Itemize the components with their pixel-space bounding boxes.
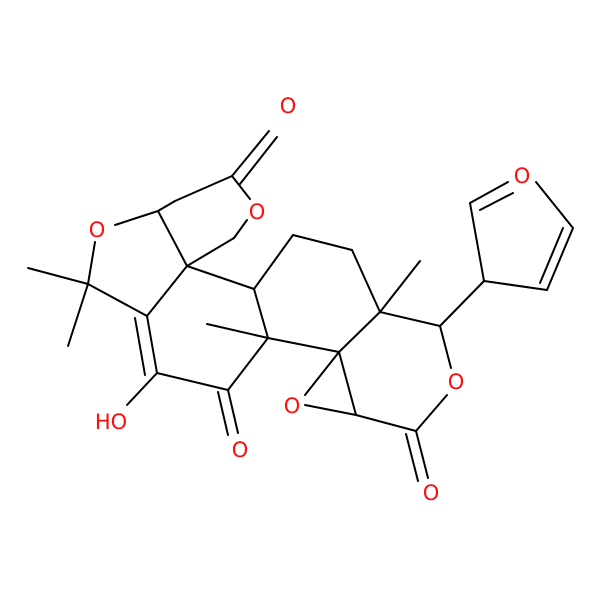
bond (535, 181, 574, 229)
atom-label-oxygen: O (423, 481, 440, 505)
bond (156, 372, 229, 391)
bond (114, 210, 159, 226)
bond (469, 202, 485, 282)
bond (469, 181, 509, 204)
bond (479, 192, 514, 211)
bond (292, 234, 353, 251)
atom-label-oxygen: O (232, 438, 249, 462)
bond (126, 372, 158, 406)
bond (379, 311, 441, 327)
bond (239, 136, 278, 185)
bond (186, 265, 255, 290)
bond (231, 130, 270, 177)
bond (351, 249, 381, 313)
bond (134, 317, 146, 376)
atom-label-oxygen: O (249, 200, 266, 224)
bond (379, 260, 421, 313)
bond (67, 283, 89, 347)
bond (27, 267, 89, 285)
bond (233, 219, 248, 239)
bond (304, 404, 357, 416)
atom-labels: O O O O O O HO O O (89, 94, 531, 505)
bond (546, 227, 574, 291)
bond (253, 234, 294, 290)
bond (227, 337, 269, 391)
bond (338, 311, 381, 353)
bond (483, 280, 548, 291)
bond (206, 323, 269, 339)
bond (87, 241, 96, 285)
bond (157, 200, 176, 212)
bond (267, 337, 340, 353)
bond (157, 210, 188, 267)
bond (415, 394, 448, 432)
bond (338, 351, 357, 416)
bond (539, 227, 564, 284)
bond (87, 283, 148, 317)
bond (304, 351, 340, 396)
bond (439, 325, 452, 369)
atom-label-oxygen: O (280, 94, 297, 118)
atom-label-oxygen: O (448, 370, 465, 394)
atom-label-oxygen: O (284, 394, 301, 418)
bond (227, 389, 239, 434)
bond (186, 237, 235, 267)
bond (405, 433, 419, 482)
atom-label-oxygen: O (89, 218, 106, 242)
atom-label-oxygen: O (514, 164, 531, 188)
bond (146, 265, 188, 317)
bonds (27, 130, 574, 482)
bond (415, 430, 429, 479)
bond (146, 315, 158, 374)
atom-label-hydroxyl: HO (95, 410, 127, 434)
bond (355, 414, 417, 432)
bond (174, 175, 233, 202)
bond (217, 391, 229, 436)
bond (439, 280, 485, 327)
bond (231, 175, 251, 200)
bond (253, 288, 269, 339)
